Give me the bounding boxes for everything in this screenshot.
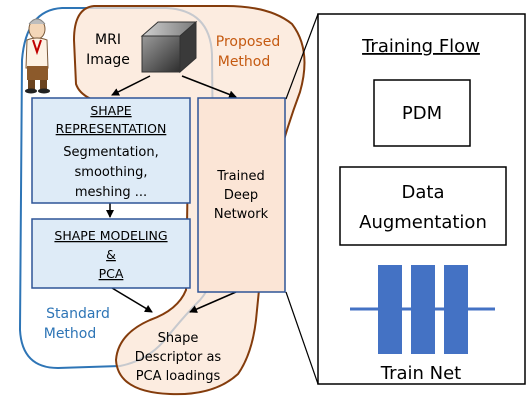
proposed-method-label: Proposed Method bbox=[216, 34, 280, 70]
data-augmentation-line1: Data bbox=[402, 182, 445, 203]
train-net-icon bbox=[350, 265, 495, 354]
proposed-line1: Proposed bbox=[216, 34, 280, 50]
deep-network-line3: Network bbox=[214, 207, 269, 222]
mri-line1: MRI bbox=[95, 32, 121, 48]
training-flow-panel: Training Flow PDM Data Augmentation Trai… bbox=[317, 13, 526, 385]
arrow-mri-to-deep-network bbox=[181, 75, 237, 99]
standard-method-label: Standard Method bbox=[44, 306, 110, 342]
arrow-mri-to-shape-representation bbox=[111, 75, 151, 96]
callout-connectors bbox=[285, 13, 319, 385]
shape-representation-line3: meshing ... bbox=[75, 185, 147, 200]
pdm-box bbox=[373, 79, 471, 147]
descriptor-line3: PCA loadings bbox=[136, 369, 221, 384]
flow-arrows bbox=[106, 75, 237, 313]
deep-network-box: Trained Deep Network bbox=[197, 97, 286, 293]
shape-descriptor-output: Shape Descriptor as PCA loadings bbox=[135, 331, 222, 384]
pdm-label: PDM bbox=[402, 103, 442, 124]
proposed-line2: Method bbox=[218, 54, 271, 70]
cube-icon bbox=[140, 20, 198, 74]
shape-modeling-line2: & bbox=[106, 247, 116, 262]
shape-modeling-box: SHAPE MODELING & PCA bbox=[31, 218, 191, 289]
mri-image-label: MRI Image bbox=[86, 32, 130, 68]
arrow-modeling-to-descriptor bbox=[111, 287, 153, 313]
deep-network-line2: Deep bbox=[224, 188, 258, 203]
shape-modeling-line1: SHAPE MODELING bbox=[54, 228, 167, 243]
data-augmentation-box bbox=[339, 166, 507, 246]
shape-representation-title1: SHAPE bbox=[90, 103, 131, 118]
deep-network-line1: Trained bbox=[216, 169, 264, 184]
train-net-label: Train Net bbox=[380, 363, 462, 384]
data-augmentation-line2: Augmentation bbox=[359, 212, 487, 233]
shape-representation-box: SHAPE REPRESENTATION Segmentation, smoot… bbox=[31, 97, 191, 204]
training-flow-title: Training Flow bbox=[361, 36, 480, 57]
shape-representation-title2: REPRESENTATION bbox=[56, 121, 167, 136]
standard-line2: Method bbox=[44, 326, 97, 342]
standard-line1: Standard bbox=[46, 306, 110, 322]
descriptor-line1: Shape bbox=[158, 331, 199, 346]
arrow-network-to-descriptor bbox=[189, 291, 237, 313]
shape-representation-line2: smoothing, bbox=[75, 165, 148, 180]
shape-representation-line1: Segmentation, bbox=[63, 145, 159, 160]
shape-modeling-line3: PCA bbox=[99, 266, 124, 281]
person-thinking-icon bbox=[25, 18, 50, 94]
descriptor-line2: Descriptor as bbox=[135, 350, 222, 365]
mri-line2: Image bbox=[86, 52, 130, 68]
